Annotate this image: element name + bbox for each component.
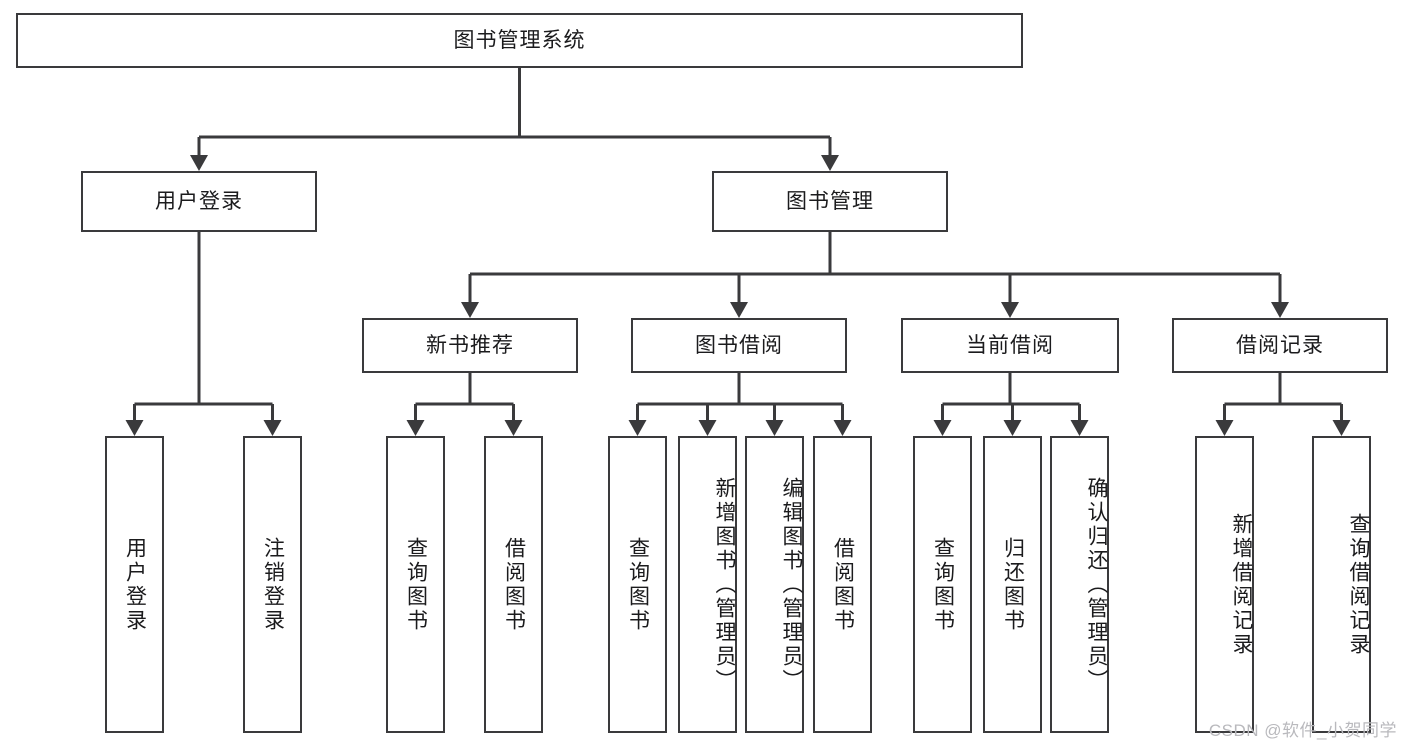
node-leaf-br-query[interactable]: 查询借阅记录 xyxy=(1312,436,1371,733)
node-leaf-rec-borrow[interactable]: 借阅图书 xyxy=(484,436,543,733)
node-label: 借阅图书 xyxy=(502,536,526,633)
connector-arrowhead xyxy=(1070,420,1089,436)
node-label: 借阅记录 xyxy=(1236,333,1324,357)
node-user-login[interactable]: 用户登录 xyxy=(81,171,317,232)
node-leaf-logout[interactable]: 注销登录 xyxy=(243,436,302,733)
node-label: 查询图书 xyxy=(404,536,428,633)
connector-arrowhead xyxy=(1215,420,1234,436)
node-current-borrow[interactable]: 当前借阅 xyxy=(901,318,1119,373)
node-label: 图书管理 xyxy=(786,189,874,213)
connector-arrowhead xyxy=(1332,420,1351,436)
node-book-borrow[interactable]: 图书借阅 xyxy=(631,318,847,373)
node-leaf-cb-confirm[interactable]: 确认归还（管理员） xyxy=(1050,436,1109,733)
node-label: 用户登录 xyxy=(155,189,243,213)
connector-arrowhead xyxy=(698,420,717,436)
watermark: CSDN @软件_小贺同学 xyxy=(1208,721,1397,740)
connector-arrowhead xyxy=(190,155,208,171)
connector-arrowhead xyxy=(1003,420,1022,436)
node-leaf-user-login[interactable]: 用户登录 xyxy=(105,436,164,733)
connector-arrowhead xyxy=(933,420,952,436)
node-label: 图书借阅 xyxy=(695,333,783,357)
connector-arrowhead xyxy=(263,420,282,436)
connector-arrowhead xyxy=(461,302,479,318)
connector-arrowhead xyxy=(730,302,748,318)
node-leaf-br-add[interactable]: 新增借阅记录 xyxy=(1195,436,1254,733)
node-label: 新书推荐 xyxy=(426,333,514,357)
connector-arrowhead xyxy=(1271,302,1289,318)
node-label: 查询图书 xyxy=(626,536,650,633)
node-borrow-record[interactable]: 借阅记录 xyxy=(1172,318,1388,373)
connector-arrowhead xyxy=(628,420,647,436)
node-leaf-bb-query[interactable]: 查询图书 xyxy=(608,436,667,733)
node-leaf-bb-borrow[interactable]: 借阅图书 xyxy=(813,436,872,733)
node-root[interactable]: 图书管理系统 xyxy=(16,13,1023,68)
connector-arrowhead xyxy=(821,155,839,171)
node-label: 注销登录 xyxy=(261,536,285,633)
node-label: 用户登录 xyxy=(123,536,147,633)
connector-arrowhead xyxy=(406,420,425,436)
connector-arrowhead xyxy=(504,420,523,436)
node-label: 查询借阅记录 xyxy=(1347,512,1370,657)
connector-arrowhead xyxy=(833,420,852,436)
node-leaf-rec-query[interactable]: 查询图书 xyxy=(386,436,445,733)
node-leaf-cb-query[interactable]: 查询图书 xyxy=(913,436,972,733)
node-leaf-cb-return[interactable]: 归还图书 xyxy=(983,436,1042,733)
node-label: 当前借阅 xyxy=(966,333,1054,357)
connector-arrowhead xyxy=(1001,302,1019,318)
node-label: 图书管理系统 xyxy=(453,28,586,52)
node-label: 确认归还（管理员） xyxy=(1085,476,1108,693)
node-new-book-rec[interactable]: 新书推荐 xyxy=(362,318,578,373)
node-leaf-bb-edit[interactable]: 编辑图书（管理员） xyxy=(745,436,804,733)
node-leaf-bb-add[interactable]: 新增图书（管理员） xyxy=(678,436,737,733)
connector-arrowhead xyxy=(765,420,784,436)
node-book-manage[interactable]: 图书管理 xyxy=(712,171,948,232)
connector-arrowhead xyxy=(125,420,144,436)
node-label: 新增图书（管理员） xyxy=(713,476,736,693)
node-label: 编辑图书（管理员） xyxy=(780,476,803,693)
node-label: 新增借阅记录 xyxy=(1230,512,1253,657)
node-label: 查询图书 xyxy=(931,536,955,633)
node-label: 借阅图书 xyxy=(831,536,855,633)
node-label: 归还图书 xyxy=(1001,536,1025,633)
